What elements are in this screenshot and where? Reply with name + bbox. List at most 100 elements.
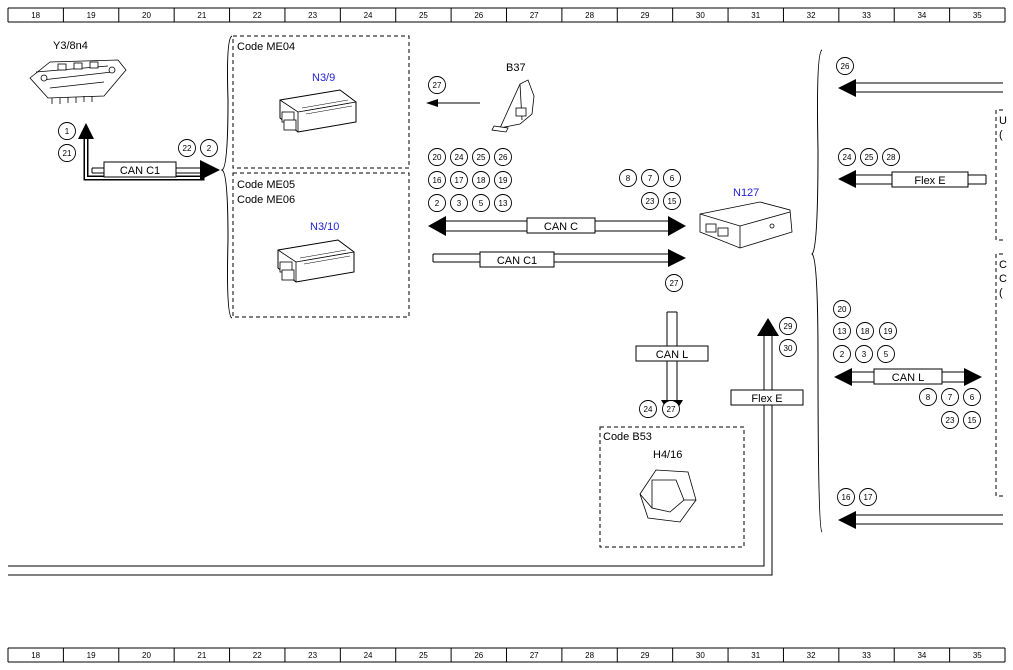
connector-number: 2 xyxy=(840,350,845,359)
connector-circle xyxy=(641,169,659,187)
connector-circle xyxy=(428,148,446,166)
right-edge-partial-boxes: U ( C C ( xyxy=(995,109,1007,497)
n127-label: N127 xyxy=(733,187,759,199)
connector-number: 17 xyxy=(864,493,873,502)
n127-module-icon xyxy=(699,201,793,249)
ruler-column-number: 20 xyxy=(142,11,151,20)
connector-circle xyxy=(856,322,874,340)
y3-8n4-module-icon xyxy=(29,59,127,104)
ruler-column-number: 22 xyxy=(253,11,262,20)
connector-number: 28 xyxy=(887,153,896,162)
connector-number: 24 xyxy=(455,153,464,162)
connector-circle xyxy=(58,144,76,162)
connector-circle xyxy=(941,388,959,406)
connector-number: 18 xyxy=(861,327,870,336)
connector-circle xyxy=(494,171,512,189)
connector-circle xyxy=(779,317,797,335)
ruler-column-number: 23 xyxy=(308,11,317,20)
connector-circle xyxy=(494,194,512,212)
connector-circle xyxy=(837,488,855,506)
connector-circle xyxy=(855,345,873,363)
right-top-arrow xyxy=(838,79,1003,97)
connector-number: 13 xyxy=(838,327,847,336)
connector-circle xyxy=(619,169,637,187)
connector-number: 6 xyxy=(970,393,975,402)
ruler-column-number: 27 xyxy=(530,651,539,660)
n3-9-ecu-icon xyxy=(279,89,357,133)
can-c-label-box xyxy=(526,217,596,234)
h4-16-sounder-icon xyxy=(639,469,697,523)
connector-number: 7 xyxy=(948,393,953,402)
connector-circle xyxy=(58,122,76,140)
connector-circle xyxy=(665,274,683,292)
connector-number: 22 xyxy=(183,144,192,153)
connector-number: 25 xyxy=(865,153,874,162)
right-edge-fragment-4: C xyxy=(999,273,1007,285)
flex-e-right-label-box xyxy=(891,171,969,188)
connector-number: 21 xyxy=(63,149,72,158)
ruler-column-number: 32 xyxy=(807,651,816,660)
ruler-column-number: 18 xyxy=(31,651,40,660)
connector-circle xyxy=(494,148,512,166)
can-l-down-label-box xyxy=(635,345,709,362)
connector-circle xyxy=(859,488,877,506)
can-l-right-label-box xyxy=(873,368,943,385)
connector-number: 8 xyxy=(926,393,931,402)
connector-circle xyxy=(882,148,900,166)
connector-number: 3 xyxy=(862,350,867,359)
connector-circle xyxy=(838,148,856,166)
connector-number: 8 xyxy=(626,174,631,183)
ruler-column-number: 34 xyxy=(917,11,926,20)
ruler-column-number: 21 xyxy=(197,651,206,660)
connector-circle xyxy=(833,300,851,318)
connector-circle xyxy=(662,400,680,418)
ruler-column-number: 33 xyxy=(862,11,871,20)
can-l-right-label: CAN L xyxy=(892,372,924,384)
ruler-column-number: 29 xyxy=(641,11,650,20)
ruler-column-number: 20 xyxy=(142,651,151,660)
ruler-column-number: 35 xyxy=(973,651,982,660)
can-c1-label: CAN C1 xyxy=(120,165,160,177)
connector-circle xyxy=(860,148,878,166)
connector-number: 19 xyxy=(499,176,508,185)
connector-circle xyxy=(639,400,657,418)
connector-circle xyxy=(879,322,897,340)
right-edge-fragment-2: ( xyxy=(999,129,1003,141)
ruler-column-number: 25 xyxy=(419,11,428,20)
ruler-column-number: 26 xyxy=(474,651,483,660)
ruler-column-number: 21 xyxy=(197,11,206,20)
connector-circle xyxy=(641,192,659,210)
connector-number: 1 xyxy=(65,127,70,136)
code-me06-label: Code ME06 xyxy=(237,194,295,206)
connector-circle xyxy=(963,388,981,406)
code-me05-me06-box: Code ME05 Code ME06 N3/10 xyxy=(232,172,410,318)
ruler-column-number: 24 xyxy=(364,11,373,20)
ruler-column-number: 29 xyxy=(641,651,650,660)
right-bottom-arrow xyxy=(838,511,1003,529)
can-c1-label-box xyxy=(103,161,177,178)
connector-number: 13 xyxy=(499,199,508,208)
right-edge-fragment-1: U xyxy=(999,115,1007,127)
connector-circle xyxy=(178,139,196,157)
connector-number: 5 xyxy=(479,199,484,208)
code-me04-box: Code ME04 N3/9 xyxy=(232,35,410,169)
n3-9-label: N3/9 xyxy=(312,72,335,84)
h4-16-label: H4/16 xyxy=(653,449,682,461)
connector-circle xyxy=(450,171,468,189)
connector-number: 25 xyxy=(477,153,486,162)
connector-number: 16 xyxy=(433,176,442,185)
connector-number: 29 xyxy=(784,322,793,331)
connector-number: 5 xyxy=(884,350,889,359)
connector-circle xyxy=(472,171,490,189)
connector-number: 24 xyxy=(843,153,852,162)
can-c1-mid-label: CAN C1 xyxy=(497,255,537,267)
connector-number: 16 xyxy=(842,493,851,502)
code-me05-label: Code ME05 xyxy=(237,179,295,191)
connector-number: 3 xyxy=(457,199,462,208)
connector-circle xyxy=(877,345,895,363)
n3-10-label: N3/10 xyxy=(310,221,339,233)
b37-pedal-icon xyxy=(491,79,535,133)
connector-number: 27 xyxy=(433,81,442,90)
